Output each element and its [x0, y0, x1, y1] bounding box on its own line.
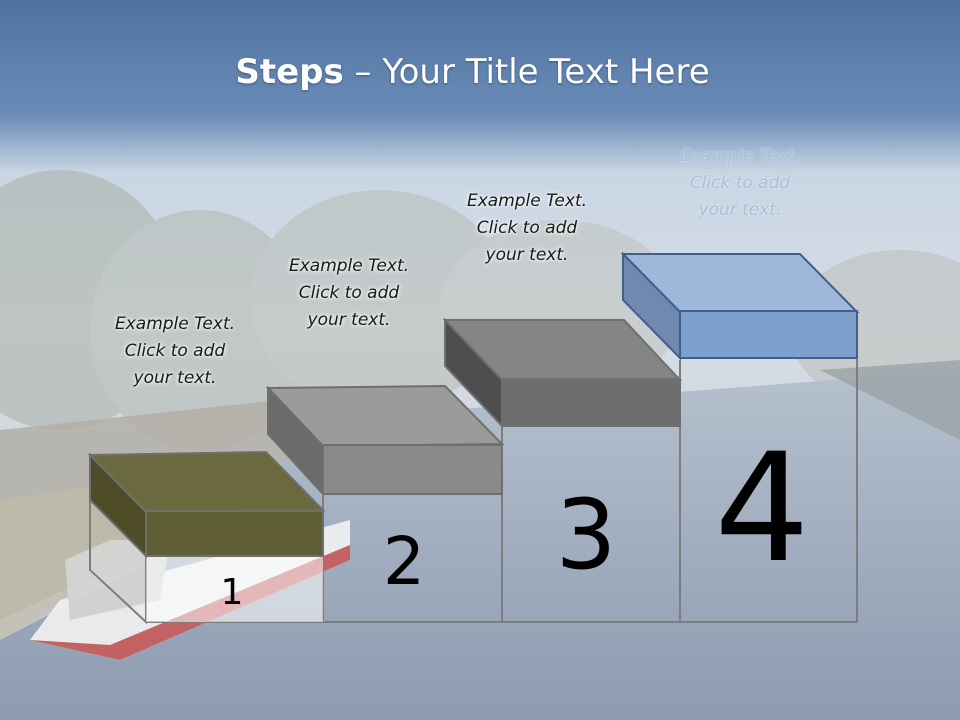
caption-line: Click to add — [689, 173, 791, 193]
step-caption-3[interactable]: Example Text. Click to add your text. — [442, 188, 612, 269]
caption-line: your text. — [307, 310, 391, 330]
caption-line: Click to add — [476, 218, 578, 238]
step-caption-4[interactable]: Example Text. Click to add your text. — [655, 143, 825, 224]
column-frame-base — [146, 358, 858, 623]
caption-line: Example Text. — [679, 146, 801, 166]
caption-line: Example Text. — [114, 314, 236, 334]
step-number-1: 1 — [221, 572, 244, 613]
title-rest: – Your Title Text Here — [343, 52, 710, 92]
step-number-3: 3 — [555, 479, 616, 591]
step-caption-2[interactable]: Example Text. Click to add your text. — [264, 253, 434, 334]
step-block-4[interactable] — [620, 251, 860, 361]
caption-line: Click to add — [298, 283, 400, 303]
caption-line: your text. — [698, 200, 782, 220]
step-number-4: 4 — [714, 422, 809, 596]
step-block-1[interactable] — [87, 450, 326, 559]
step-caption-1[interactable]: Example Text. Click to add your text. — [90, 311, 260, 392]
caption-line: your text. — [485, 245, 569, 265]
step-block-4-front — [679, 310, 858, 359]
caption-line: Example Text. — [466, 191, 588, 211]
step-block-1-front — [145, 510, 324, 557]
caption-line: Click to add — [124, 341, 226, 361]
column-1-face — [146, 556, 323, 622]
caption-line: your text. — [133, 368, 217, 388]
step-block-3[interactable] — [442, 317, 683, 429]
title-bold: Steps — [235, 52, 344, 92]
step-block-2-front — [322, 444, 503, 495]
step-block-3-front — [501, 378, 681, 427]
page-title[interactable]: Steps – Your Title Text Here — [0, 52, 945, 92]
caption-line: Example Text. — [288, 256, 410, 276]
step-block-2[interactable] — [265, 384, 505, 497]
step-number-2: 2 — [383, 523, 425, 600]
